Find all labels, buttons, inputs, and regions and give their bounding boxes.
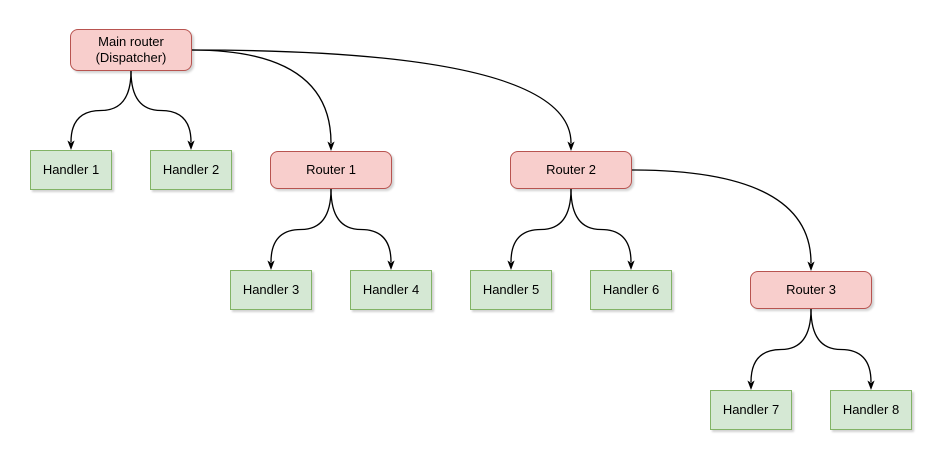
edge-router-2-to-handler-6 (570, 188, 635, 270)
node-label-line: Router 3 (786, 282, 836, 297)
node-label-line: Router 1 (306, 162, 356, 177)
node-label-line: Handler 4 (362, 282, 420, 297)
node-label-line: Handler 1 (42, 162, 100, 177)
node-router-1: Router 1 (270, 151, 392, 189)
node-label-line: Main router (98, 34, 164, 49)
arrowhead-icon (327, 141, 335, 151)
node-label-line: Handler 5 (482, 282, 540, 297)
edge-main-router-to-router-2 (191, 49, 575, 151)
edge-main-router-to-handler-2 (130, 70, 195, 150)
edge-router-1-to-handler-3 (267, 188, 332, 270)
arrowhead-icon (567, 141, 575, 151)
node-label: Handler 1 (43, 162, 99, 178)
node-label: Handler 7 (723, 402, 779, 418)
node-handler-4: Handler 4 (350, 270, 432, 310)
edge-line (191, 49, 572, 144)
node-label-line: Handler 8 (842, 402, 900, 417)
node-label: Handler 6 (603, 282, 659, 298)
node-label-line: Handler 3 (242, 282, 300, 297)
edge-router-2-to-handler-5 (507, 188, 572, 270)
node-label-line: Router 2 (546, 162, 596, 177)
edge-line (270, 188, 332, 263)
node-label: Handler 3 (243, 282, 299, 298)
node-handler-6: Handler 6 (590, 270, 672, 310)
node-handler-7: Handler 7 (710, 390, 792, 430)
node-label: Handler 8 (843, 402, 899, 418)
edge-router-2-to-router-3 (631, 169, 815, 271)
node-handler-8: Handler 8 (830, 390, 912, 430)
node-label-line: (Dispatcher) (95, 50, 167, 65)
edge-line (70, 70, 132, 143)
arrowhead-icon (627, 260, 635, 270)
arrowhead-icon (67, 140, 75, 150)
node-router-3: Router 3 (750, 271, 872, 309)
node-label: Router 3 (786, 282, 836, 298)
edge-line (191, 49, 332, 144)
edge-main-router-to-router-1 (191, 49, 335, 151)
node-label: Handler 4 (363, 282, 419, 298)
edge-line (810, 308, 872, 383)
node-label: Router 2 (546, 162, 596, 178)
arrowhead-icon (267, 260, 275, 270)
node-label-line: Handler 6 (602, 282, 660, 297)
arrowhead-icon (507, 260, 515, 270)
node-main-router: Main router(Dispatcher) (70, 29, 192, 71)
node-handler-5: Handler 5 (470, 270, 552, 310)
node-label: Main router(Dispatcher) (96, 34, 167, 66)
edge-line (570, 188, 632, 263)
arrowhead-icon (867, 380, 875, 390)
node-label-line: Handler 7 (722, 402, 780, 417)
edge-main-router-to-handler-1 (67, 70, 132, 150)
edge-line (330, 188, 392, 263)
edge-router-1-to-handler-4 (330, 188, 395, 270)
arrowhead-icon (387, 260, 395, 270)
edge-router-3-to-handler-8 (810, 308, 875, 390)
node-router-2: Router 2 (510, 151, 632, 189)
edge-line (130, 70, 192, 143)
edge-line (750, 308, 812, 383)
node-label-line: Handler 2 (162, 162, 220, 177)
node-handler-3: Handler 3 (230, 270, 312, 310)
node-label: Handler 5 (483, 282, 539, 298)
arrowhead-icon (807, 261, 815, 271)
edge-router-3-to-handler-7 (747, 308, 812, 390)
node-handler-1: Handler 1 (30, 150, 112, 190)
arrowhead-icon (747, 380, 755, 390)
node-label: Router 1 (306, 162, 356, 178)
node-handler-2: Handler 2 (150, 150, 232, 190)
arrowhead-icon (187, 140, 195, 150)
node-label: Handler 2 (163, 162, 219, 178)
edge-line (510, 188, 572, 263)
edge-line (631, 169, 812, 264)
